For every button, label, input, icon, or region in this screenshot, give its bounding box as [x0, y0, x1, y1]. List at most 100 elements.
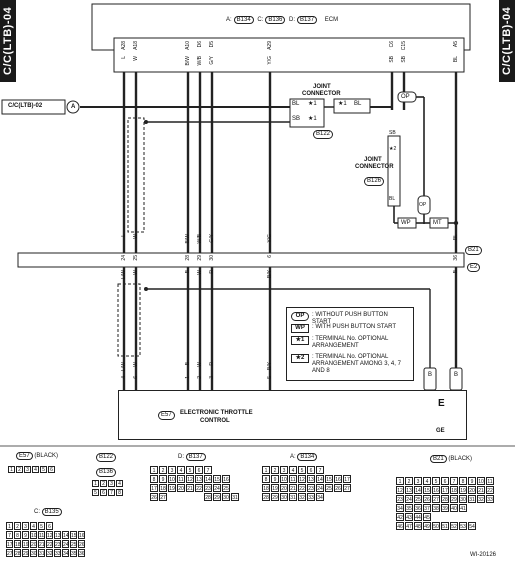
- face-a-cell-2-1: 19: [271, 484, 279, 492]
- face-c-cell-0-4: 5: [38, 522, 45, 530]
- face-b21-cell-4-3: 45: [423, 513, 431, 521]
- ecm-pin-7: C15: [401, 41, 407, 51]
- face-b21-cell-3-2: 36: [414, 504, 422, 512]
- b21-lower-color-6: B: [453, 270, 459, 274]
- legend-row-star2: ★2 : TERMINAL No. OPTIONAL ARRANGEMENT A…: [291, 354, 408, 375]
- side-tab-left[interactable]: C/C(LTB)-04: [0, 0, 16, 82]
- joint2-op-top: OP: [401, 94, 410, 100]
- etc-pin-3: 2: [197, 376, 203, 379]
- joint2-title-2: CONNECTOR: [355, 164, 394, 170]
- side-tab-right[interactable]: C/C(LTB)-04: [499, 0, 515, 82]
- face-e57-cell-0-0: 1: [8, 466, 15, 473]
- face-b21-name: B21: [430, 455, 447, 463]
- legend-text-star1: : TERMINAL No. OPTIONAL ARRANGEMENT: [312, 336, 389, 349]
- joint1-box: [289, 98, 325, 128]
- ecm-conn-c: B136: [265, 16, 286, 24]
- face-b21-cell-5-8: 54: [468, 522, 476, 530]
- face-b21-cell-2-2: 25: [414, 495, 422, 503]
- figure-id: WI-20126: [470, 552, 497, 558]
- ecm-pin-strip: [113, 37, 465, 73]
- joint2-title-1: JOINT: [364, 157, 382, 163]
- joint1-title-1: JOINT: [313, 84, 331, 90]
- face-b21-cell-1-3: 15: [423, 486, 431, 494]
- face-b21-cell-0-8: 9: [468, 477, 476, 485]
- face-c-cell-3-1: 28: [14, 549, 21, 557]
- face-c-title: C: B135: [34, 508, 62, 516]
- face-b21-cell-1-10: 22: [486, 486, 494, 494]
- face-e57-cell-0-2: 3: [24, 466, 31, 473]
- face-b21-cell-3-6: 40: [450, 504, 458, 512]
- face-c-cell-3-9: 36: [78, 549, 85, 557]
- face-c-cell-2-9: 26: [78, 540, 85, 548]
- legend-text-wp: : WITH PUSH BUTTON START: [312, 324, 397, 330]
- face-c-cell-2-8: 25: [70, 540, 77, 548]
- face-b21-cell-0-6: 7: [450, 477, 458, 485]
- b21-connector-band: [17, 252, 465, 268]
- face-a-title: A: B134: [290, 453, 318, 461]
- ecm-color-4: G/Y: [209, 56, 215, 65]
- face-c-cell-1-8: 15: [70, 531, 77, 539]
- face-b21-cell-0-10: 11: [486, 477, 494, 485]
- face-a-cell-3-5: 33: [307, 493, 315, 501]
- face-c-cell-3-0: 27: [6, 549, 13, 557]
- face-b21-cell-0-3: 4: [423, 477, 431, 485]
- face-b136-cell-0-1: 6: [100, 489, 107, 496]
- joint1-sb: SB: [292, 116, 301, 122]
- joint1-star: ★1: [308, 101, 317, 107]
- face-b21-cell-0-0: 1: [396, 477, 404, 485]
- face-d-cell-2-2: 19: [168, 484, 176, 492]
- face-c-cell-3-4: 31: [38, 549, 45, 557]
- face-b21-cell-1-6: 18: [450, 486, 458, 494]
- b21-upper-pin-2: 28: [185, 255, 191, 261]
- face-b21-title: B21 (BLACK): [430, 455, 472, 463]
- ecm-conn-a: B134: [233, 16, 254, 24]
- face-b21-cell-1-5: 17: [441, 486, 449, 494]
- etc-box: [118, 390, 467, 440]
- ecm-color-8: BL: [453, 56, 459, 63]
- etc-color-5: B/Y: [267, 362, 273, 371]
- face-b21-cell-1-2: 14: [414, 486, 422, 494]
- b21-upper-color-6: BL: [453, 234, 459, 241]
- face-b21-cell-3-1: 35: [405, 504, 413, 512]
- bl-node: [453, 220, 459, 226]
- face-a-cell-2-0: 18: [262, 484, 270, 492]
- face-c-cell-2-2: 19: [22, 540, 29, 548]
- b21-upper-color-3: W/B: [197, 234, 203, 244]
- face-b21-cell-3-4: 38: [432, 504, 440, 512]
- face-b136-cell-0-2: 7: [108, 489, 115, 496]
- ecm-color-3: W/B: [197, 56, 203, 66]
- face-a-cell-1-7: 15: [325, 475, 333, 483]
- face-d-cell-3-6: 28: [204, 493, 212, 501]
- face-c-label: C:: [34, 509, 40, 515]
- face-d-cell-2-6: 23: [204, 484, 212, 492]
- face-c-cell-0-0: 1: [6, 522, 13, 530]
- face-c-cell-1-0: 7: [6, 531, 13, 539]
- ground-pin-2: B: [454, 372, 459, 378]
- face-a-cell-3-0: 28: [262, 493, 270, 501]
- face-a-cell-0-5: 6: [307, 466, 315, 474]
- etc-pin-5: 5: [267, 376, 273, 379]
- face-c-cell-2-3: 20: [30, 540, 37, 548]
- face-a-cell-0-6: 7: [316, 466, 324, 474]
- offpage-ref[interactable]: C/C(LTB)-02: [8, 103, 43, 109]
- face-c-cell-1-9: 16: [78, 531, 85, 539]
- face-d-cell-3-3: [177, 493, 185, 501]
- face-d-cell-3-1: 27: [159, 493, 167, 501]
- face-a-cell-1-5: 13: [307, 475, 315, 483]
- face-d-cell-3-0: 26: [150, 493, 158, 501]
- face-b21-cell-5-0: 46: [396, 522, 404, 530]
- face-b122-cell-0-2: 3: [108, 480, 115, 487]
- ecm-label-a: A:B134 C:B136 D:B137 ECM: [226, 16, 339, 24]
- ecm-pin-1: A18: [133, 41, 139, 50]
- face-d-cell-2-5: 22: [195, 484, 203, 492]
- face-e57-cell-0-3: 4: [32, 466, 39, 473]
- face-c-cell-1-5: 12: [46, 531, 53, 539]
- joint1-star-2: ★1: [308, 116, 317, 122]
- b21-lower-color-1: W: [133, 270, 139, 275]
- op-box-mid: [417, 195, 431, 215]
- face-b21-cell-0-4: 5: [432, 477, 440, 485]
- face-b21-cell-0-7: 8: [459, 477, 467, 485]
- legend-sym-star2: ★2: [291, 354, 309, 363]
- face-c-cell-1-2: 9: [22, 531, 29, 539]
- face-a-cell-1-4: 12: [298, 475, 306, 483]
